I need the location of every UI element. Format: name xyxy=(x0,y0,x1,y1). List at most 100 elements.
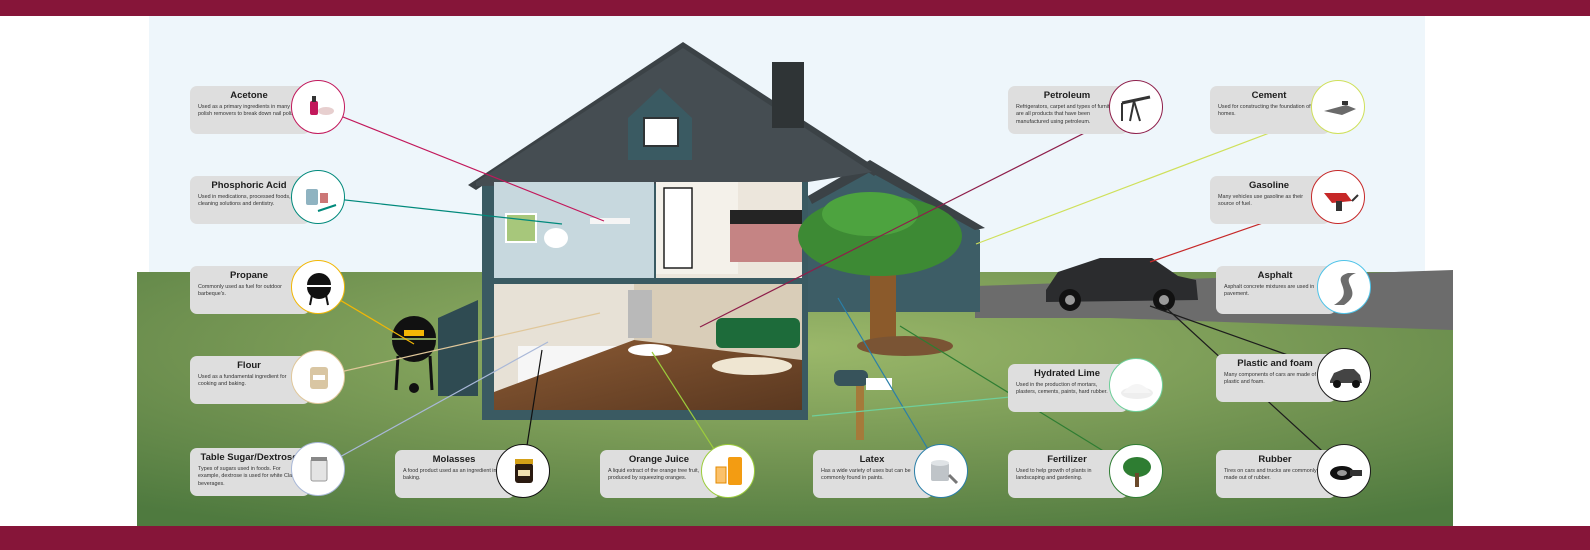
coffee-table xyxy=(628,344,672,356)
powder-pile-icon xyxy=(1121,384,1153,399)
round-rug xyxy=(712,357,792,375)
callout-description: A food product used as an ingredient in … xyxy=(403,468,497,482)
callout-card xyxy=(1008,86,1128,134)
callout-icon-circle xyxy=(1311,170,1365,224)
callout-card xyxy=(1216,266,1336,314)
bed-frame xyxy=(730,210,802,224)
callout-title: Acetone xyxy=(230,90,268,101)
callout-icon-circle xyxy=(1317,444,1371,498)
callout-description: Used to help growth of plants in landsca… xyxy=(1016,468,1092,482)
leader-line-latex xyxy=(837,297,942,472)
wood-floor xyxy=(494,340,802,410)
callout-card xyxy=(1210,176,1330,224)
callout-icon-circle xyxy=(1311,80,1365,134)
callout-title: Asphalt xyxy=(1257,270,1293,281)
leader-line-flour xyxy=(317,312,601,378)
green-sofa xyxy=(716,318,800,348)
juice-jug-icon xyxy=(715,457,742,485)
callout-description: Has a wide variety of uses but can be co… xyxy=(821,468,911,482)
molasses-jar-icon xyxy=(515,459,533,483)
callout-title: Petroleum xyxy=(1043,90,1091,101)
callout-description: Used in medications, processed foods, cl… xyxy=(198,194,291,208)
callout-title: Phosphoric Acid xyxy=(211,180,287,191)
callout-title: Gasoline xyxy=(1248,180,1290,191)
road-icon xyxy=(1334,273,1356,305)
callout-description: Commonly used as fuel for outdoor barbeq… xyxy=(198,284,282,298)
callout-title: Latex xyxy=(859,454,885,465)
callout-card xyxy=(600,450,720,498)
callout-icon-circle xyxy=(291,350,345,404)
callout-icon-circle xyxy=(914,444,968,498)
leader-line-acetone xyxy=(317,106,605,222)
callout-description: Asphalt concrete mixtures are used in pa… xyxy=(1224,284,1315,298)
callout-card xyxy=(190,86,310,134)
callout-title: Cement xyxy=(1251,90,1287,101)
callout-icon-circle xyxy=(291,260,345,314)
callout-title: Fertilizer xyxy=(1047,454,1087,465)
callout-card xyxy=(1008,450,1128,498)
callout-description: Used as a fundamental ingredient for coo… xyxy=(198,374,287,388)
fridge xyxy=(628,290,652,338)
callout-card xyxy=(1216,354,1336,402)
callout-card xyxy=(190,176,310,224)
car xyxy=(1046,258,1198,311)
chimney xyxy=(772,62,804,128)
callout-icon-circle xyxy=(701,444,755,498)
callout-icon-circle xyxy=(1317,260,1371,314)
fuel-nozzle-icon xyxy=(1324,193,1359,211)
mailbox xyxy=(834,370,892,440)
callout-description: Used for constructing the foundation of … xyxy=(1218,104,1311,118)
callout-title: Flour xyxy=(237,360,261,371)
callout-icon-circle xyxy=(1109,80,1163,134)
callout-description: A liquid extract of the orange tree frui… xyxy=(608,468,700,482)
callout-description: Types of sugars used in foods. For examp… xyxy=(198,466,296,487)
callout-icon-circle xyxy=(1109,358,1163,412)
top-border-band xyxy=(0,0,1590,16)
cement-trowel-icon xyxy=(1324,101,1356,115)
car-icon xyxy=(1330,369,1362,388)
callout-title: Plastic and foam xyxy=(1237,358,1313,369)
medicine-bottles-icon xyxy=(306,189,337,212)
floor-divider xyxy=(488,278,804,283)
callout-card xyxy=(190,266,310,314)
right-wing-roof xyxy=(808,160,985,230)
callout-title: Propane xyxy=(229,270,268,281)
tire-icon xyxy=(1330,466,1362,480)
leader-line-phosphoric xyxy=(317,196,563,225)
callout-description: Used in the production of mortars, plast… xyxy=(1016,382,1108,396)
callout-title: Hydrated Lime xyxy=(1034,368,1100,379)
tree-icon xyxy=(1123,457,1151,487)
attic-window xyxy=(643,117,679,147)
leader-line-petroleum xyxy=(699,106,1137,328)
nail-polish-icon xyxy=(310,96,334,115)
sugar-jar-icon xyxy=(310,457,328,482)
callout-title: Rubber xyxy=(1258,454,1292,465)
bottom-border-band xyxy=(0,526,1590,550)
callout-icon-circle xyxy=(496,444,550,498)
callout-molasses: Molasses A food product used as an ingred… xyxy=(395,442,560,504)
callout-card xyxy=(190,356,310,404)
callout-card xyxy=(1008,364,1128,412)
callout-title: Table Sugar/Dextrose xyxy=(200,452,298,463)
leader-line-sugar xyxy=(317,341,549,470)
oil-pump-icon xyxy=(1121,95,1151,122)
paint-can-icon xyxy=(931,460,959,485)
callout-card xyxy=(1210,86,1330,134)
callout-description: Refrigerators, carpet and types of furni… xyxy=(1016,104,1118,125)
callout-title: Molasses xyxy=(432,454,476,465)
callout-description: Used as a primary ingredients in many na… xyxy=(198,104,300,118)
callout-description: Many vehicles use gasoline as their sour… xyxy=(1218,194,1304,208)
bathroom-shelf xyxy=(590,218,630,224)
